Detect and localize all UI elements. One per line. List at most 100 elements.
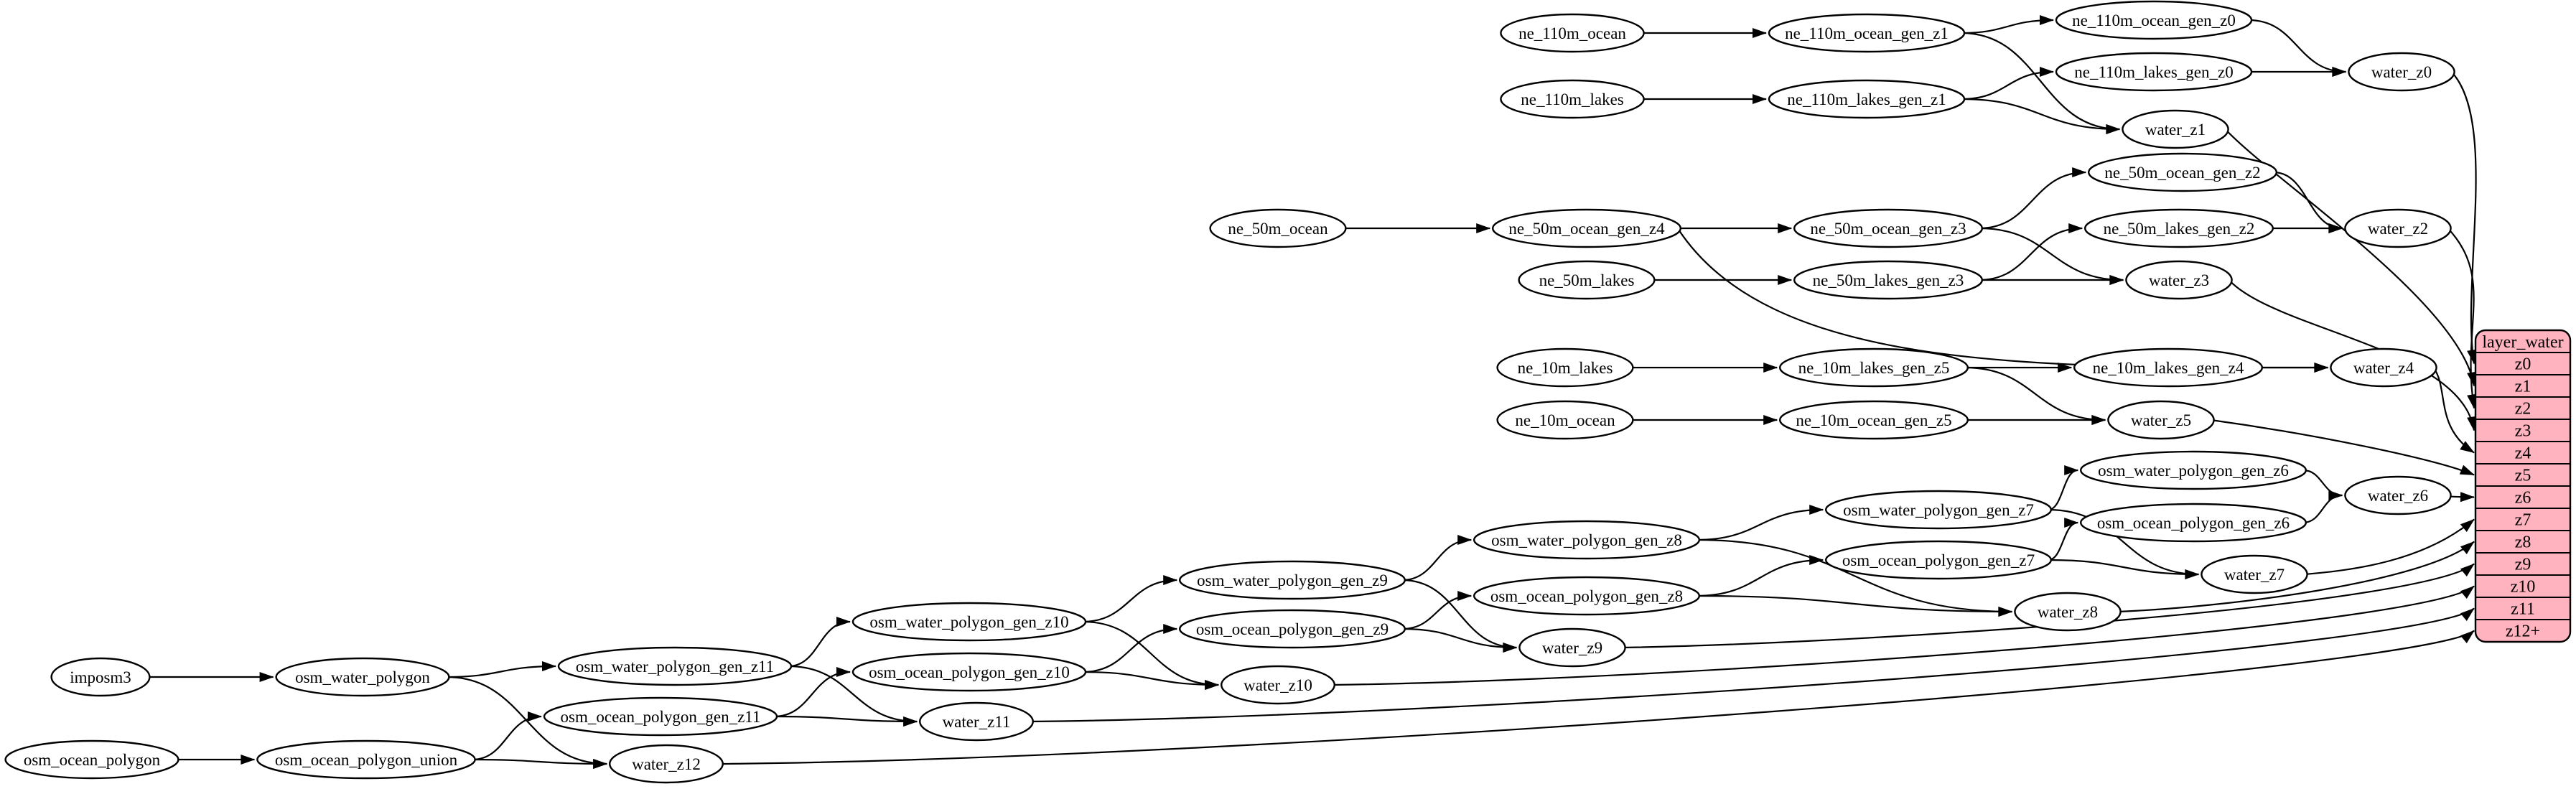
node-water_z3: water_z3 (2125, 260, 2233, 300)
edge-water_z7-to-layer_water-z7 (2304, 518, 2475, 576)
edge-osm_ocean_polygon_gen_z11-to-water_z11 (773, 715, 918, 727)
node-ellipse-water_z0 (2348, 52, 2455, 92)
node-label-ne_50m_ocean: ne_50m_ocean (1228, 220, 1328, 238)
node-ellipse-ne_110m_ocean_gen_z0 (2055, 0, 2253, 40)
table-row-z5: z5 (2515, 467, 2531, 485)
table-row-z3: z3 (2515, 422, 2531, 441)
node-ellipse-water_z7 (2201, 554, 2308, 594)
edge-water_z4-to-layer_water-z4 (2432, 367, 2475, 454)
node-water_z8: water_z8 (2014, 592, 2122, 632)
nodes-layer: ne_110m_ocean ne_110m_ocean_gen_z1 ne_110m… (4, 0, 2455, 784)
edge-osm_ocean_polygon_union-to-osm_ocean_polygon_gen_z11 (472, 711, 542, 761)
edge-osm_water_polygon_gen_z8-to-osm_water_polygon_gen_z7 (1696, 505, 1824, 541)
node-label-osm_water_polygon: osm_water_polygon (295, 668, 430, 686)
table-row-z6: z6 (2515, 489, 2531, 508)
node-ne_10m_lakes: ne_10m_lakes (1496, 347, 1634, 388)
node-ellipse-water_z4 (2330, 347, 2437, 388)
node-ne_50m_ocean_gen_z3: ne_50m_ocean_gen_z3 (1793, 208, 1983, 248)
node-osm_ocean_polygon_gen_z11: osm_ocean_polygon_gen_z11 (543, 696, 778, 737)
node-label-osm_ocean_polygon: osm_ocean_polygon (24, 751, 161, 769)
node-ellipse-ne_110m_lakes (1500, 79, 1645, 119)
edge-water_z3-to-layer_water-z3 (2228, 279, 2477, 431)
node-water_z1: water_z1 (2122, 109, 2229, 149)
node-ellipse-osm_water_polygon_gen_z6 (2079, 450, 2307, 490)
node-label-ne_50m_lakes_gen_z3: ne_50m_lakes_gen_z3 (1813, 271, 1964, 289)
node-label-ne_50m_ocean_gen_z4: ne_50m_ocean_gen_z4 (1508, 220, 1665, 238)
node-ellipse-water_z6 (2344, 475, 2452, 515)
node-label-water_z8: water_z8 (2038, 603, 2098, 621)
node-ellipse-ne_10m_lakes_gen_z4 (2073, 347, 2263, 388)
node-water_z10: water_z10 (1220, 665, 1335, 705)
node-label-ne_50m_lakes_gen_z2: ne_50m_lakes_gen_z2 (2104, 220, 2255, 238)
node-ellipse-ne_10m_lakes_gen_z5 (1778, 347, 1969, 388)
edge-osm_ocean_polygon_gen_z11-to-osm_ocean_polygon_gen_z10 (773, 667, 851, 718)
node-osm_water_polygon: osm_water_polygon (275, 657, 450, 697)
node-water_z5: water_z5 (2107, 400, 2215, 440)
edge-ne_110m_ocean_gen_z1-to-water_z1 (1961, 32, 2121, 134)
node-ellipse-ne_50m_lakes_gen_z2 (2083, 208, 2274, 248)
node-ne_110m_ocean_gen_z1: ne_110m_ocean_gen_z1 (1768, 13, 1966, 53)
node-ellipse-osm_ocean_polygon (4, 739, 179, 780)
node-ellipse-water_z3 (2125, 260, 2233, 300)
table-row-z2: z2 (2515, 400, 2531, 419)
edge-osm_ocean_polygon_union-to-water_z12 (472, 758, 608, 769)
node-osm_ocean_polygon_gen_z7: osm_ocean_polygon_gen_z7 (1824, 540, 2052, 580)
node-water_z9: water_z9 (1518, 627, 1626, 668)
node-ellipse-water_z1 (2122, 109, 2229, 149)
edge-osm_water_polygon_gen_z10-to-osm_water_polygon_gen_z9 (1082, 575, 1178, 623)
edge-ne_110m_ocean_gen_z1-to-ne_110m_ocean_gen_z0 (1961, 15, 2054, 34)
node-label-water_z9: water_z9 (1542, 639, 1602, 657)
edge-osm_water_polygon-to-osm_water_polygon_gen_z11 (446, 661, 556, 678)
node-ellipse-osm_ocean_polygon_gen_z7 (1824, 540, 2052, 580)
node-osm_water_polygon_gen_z11: osm_water_polygon_gen_z11 (557, 646, 793, 686)
node-ellipse-water_z11 (918, 701, 1034, 742)
node-ne_10m_lakes_gen_z4: ne_10m_lakes_gen_z4 (2073, 347, 2263, 388)
edge-osm_ocean_polygon_gen_z8-to-osm_ocean_polygon_gen_z7 (1696, 555, 1824, 597)
edge-ne_50m_ocean_gen_z3-to-water_z3 (1979, 227, 2124, 285)
node-osm_ocean_polygon: osm_ocean_polygon (4, 739, 179, 780)
node-label-water_z0: water_z0 (2371, 63, 2432, 81)
table-row-z7: z7 (2515, 511, 2531, 530)
node-ne_110m_lakes: ne_110m_lakes (1500, 79, 1645, 119)
node-label-osm_ocean_polygon_gen_z10: osm_ocean_polygon_gen_z10 (869, 663, 1070, 681)
node-ne_50m_lakes_gen_z3: ne_50m_lakes_gen_z3 (1793, 260, 1983, 300)
node-label-ne_50m_lakes: ne_50m_lakes (1539, 271, 1635, 289)
node-ellipse-ne_50m_lakes (1518, 260, 1656, 300)
edge-water_z8-to-layer_water-z8 (2117, 541, 2475, 613)
node-water_z12: water_z12 (609, 744, 724, 784)
node-label-water_z5: water_z5 (2131, 411, 2191, 429)
node-ellipse-osm_water_polygon_gen_z11 (557, 646, 793, 686)
table-row-z4: z4 (2515, 444, 2531, 463)
node-label-osm_ocean_polygon_union: osm_ocean_polygon_union (275, 751, 458, 769)
node-ellipse-ne_110m_lakes_gen_z0 (2055, 52, 2253, 92)
node-ne_50m_lakes_gen_z2: ne_50m_lakes_gen_z2 (2083, 208, 2274, 248)
node-ellipse-osm_ocean_polygon_gen_z6 (2079, 503, 2307, 543)
node-label-ne_10m_lakes_gen_z4: ne_10m_lakes_gen_z4 (2093, 359, 2244, 377)
node-label-osm_water_polygon_gen_z6: osm_water_polygon_gen_z6 (2098, 462, 2289, 480)
node-ne_110m_lakes_gen_z1: ne_110m_lakes_gen_z1 (1768, 79, 1966, 119)
edge-ne_10m_lakes_gen_z5-to-water_z5 (1964, 366, 2106, 425)
node-label-water_z2: water_z2 (2368, 220, 2428, 238)
node-label-water_z12: water_z12 (632, 755, 701, 773)
node-ellipse-water_z10 (1220, 665, 1335, 705)
node-osm_ocean_polygon_union: osm_ocean_polygon_union (256, 739, 476, 780)
edge-osm_ocean_polygon_gen_z9-to-osm_ocean_polygon_gen_z8 (1401, 591, 1473, 630)
edge-ne_110m_ocean_gen_z0-to-water_z0 (2248, 19, 2347, 77)
node-ne_10m_ocean_gen_z5: ne_10m_ocean_gen_z5 (1778, 400, 1969, 440)
node-ellipse-osm_ocean_polygon_gen_z11 (543, 696, 778, 737)
node-label-ne_110m_lakes: ne_110m_lakes (1521, 90, 1624, 108)
node-ne_10m_ocean: ne_10m_ocean (1496, 400, 1634, 440)
node-label-water_z10: water_z10 (1243, 676, 1312, 694)
edge-ne_50m_ocean_gen_z3-to-ne_50m_ocean_gen_z2 (1979, 167, 2087, 230)
edge-water_z9-to-layer_water-z9 (1622, 563, 2475, 649)
node-ellipse-osm_water_polygon_gen_z9 (1178, 560, 1406, 600)
node-label-ne_10m_lakes: ne_10m_lakes (1518, 359, 1613, 377)
table-row-z8: z8 (2515, 533, 2531, 552)
edge-water_z0-to-layer_water-z0 (2450, 71, 2477, 365)
node-ellipse-water_z12 (609, 744, 724, 784)
node-label-ne_110m_ocean: ne_110m_ocean (1518, 24, 1626, 42)
node-osm_water_polygon_gen_z7: osm_water_polygon_gen_z7 (1824, 490, 2052, 530)
node-ellipse-ne_110m_ocean_gen_z1 (1768, 13, 1966, 53)
node-water_z6: water_z6 (2344, 475, 2452, 515)
node-label-osm_ocean_polygon_gen_z11: osm_ocean_polygon_gen_z11 (561, 708, 761, 726)
